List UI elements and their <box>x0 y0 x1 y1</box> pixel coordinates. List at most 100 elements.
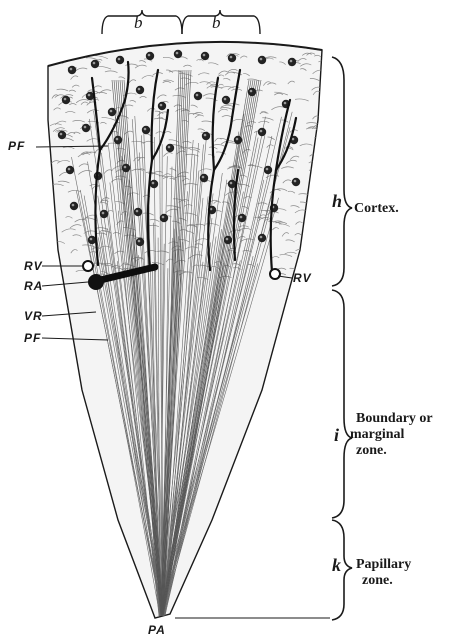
glomerulus <box>166 144 174 152</box>
glomerulus <box>150 180 158 188</box>
glomerulus-highlight <box>136 210 139 213</box>
glomerulus <box>292 178 300 186</box>
label-rv-right: RV <box>293 272 312 284</box>
tubule-stroke <box>312 247 318 249</box>
tubule-stroke <box>318 264 328 266</box>
label-ra: RA <box>24 280 43 292</box>
glomerulus <box>70 202 78 210</box>
glomerulus-highlight <box>240 216 243 219</box>
zone-letter-h: h <box>332 192 342 210</box>
glomerulus-highlight <box>294 180 297 183</box>
glomerulus-highlight <box>260 236 263 239</box>
glomerulus <box>258 128 266 136</box>
glomerulus-highlight <box>202 176 205 179</box>
glomerulus-highlight <box>64 98 67 101</box>
glomerulus-highlight <box>124 166 127 169</box>
tubule-stroke <box>306 256 317 259</box>
tubule-stroke <box>318 150 332 152</box>
glomerulus <box>68 66 76 74</box>
glomerulus-highlight <box>138 240 141 243</box>
glomerulus-highlight <box>60 133 63 136</box>
glomerulus-highlight <box>203 54 206 57</box>
glomerulus-highlight <box>93 62 96 65</box>
label-pf-top: PF <box>8 140 25 152</box>
glomerulus-highlight <box>152 182 155 185</box>
label-rv-left: RV <box>24 260 43 272</box>
label-b-left: b <box>134 14 143 31</box>
glomerulus <box>258 234 266 242</box>
glomerulus-highlight <box>204 134 207 137</box>
glomerulus <box>100 210 108 218</box>
glomerulus <box>238 214 246 222</box>
glomerulus-highlight <box>162 216 165 219</box>
glomerulus-highlight <box>236 138 239 141</box>
glomerulus-highlight <box>230 182 233 185</box>
glomerulus-highlight <box>72 204 75 207</box>
tubule-stroke <box>311 253 319 256</box>
glomerulus-highlight <box>284 102 287 105</box>
glomerulus <box>146 52 154 60</box>
zone-boundary-line3: zone. <box>356 444 387 458</box>
zone-papillary-line1: Papillary <box>356 558 411 572</box>
glomerulus-highlight <box>226 238 229 241</box>
glomerulus <box>200 174 208 182</box>
glomerulus <box>234 136 242 144</box>
glomerulus-highlight <box>160 104 163 107</box>
zone-papillary-line2: zone. <box>362 574 393 588</box>
glomerulus-highlight <box>230 56 233 59</box>
glomerulus <box>136 86 144 94</box>
zone-letter-k: k <box>332 556 341 574</box>
glomerulus <box>142 126 150 134</box>
glomerulus <box>82 124 90 132</box>
glomerulus <box>134 208 142 216</box>
glomerulus <box>224 236 232 244</box>
glomerulus-highlight <box>102 212 105 215</box>
glomerulus-highlight <box>138 88 141 91</box>
glomerulus-highlight <box>70 68 73 71</box>
glomerulus <box>160 214 168 222</box>
glomerulus-highlight <box>250 90 253 93</box>
glomerulus-highlight <box>290 60 293 63</box>
glomerulus-highlight <box>224 98 227 101</box>
glomerulus-highlight <box>68 168 71 171</box>
glomerulus-highlight <box>118 58 121 61</box>
glomerulus <box>228 54 236 62</box>
zone-boundary-line2: marginal <box>350 428 404 442</box>
glomerulus <box>174 50 182 58</box>
glomerulus-highlight <box>168 146 171 149</box>
label-pa: PA <box>148 624 166 636</box>
glomerulus <box>62 96 70 104</box>
glomerulus-highlight <box>196 94 199 97</box>
glomerulus-highlight <box>144 128 147 131</box>
label-b-right: b <box>212 14 221 31</box>
glomerulus-highlight <box>110 110 113 113</box>
tubule-stroke <box>320 103 329 105</box>
tubule-stroke <box>310 190 319 192</box>
label-pf-bottom: PF <box>24 332 41 344</box>
glomerulus <box>288 58 296 66</box>
glomerulus <box>66 166 74 174</box>
tubule-stroke <box>311 193 321 195</box>
glomerulus-highlight <box>260 58 263 61</box>
glomerulus-highlight <box>176 52 179 55</box>
tubule-stroke <box>307 223 314 225</box>
tubule-stroke <box>314 198 324 200</box>
rv-left-circle <box>83 261 93 271</box>
glomerulus <box>136 238 144 246</box>
glomerulus <box>201 52 209 60</box>
zone-boundary-line1: Boundary or <box>356 412 433 426</box>
glomerulus <box>222 96 230 104</box>
glomerulus-highlight <box>266 168 269 171</box>
glomerulus-highlight <box>84 126 87 129</box>
glomerulus-highlight <box>260 130 263 133</box>
zone-cortex-label: Cortex. <box>354 202 399 216</box>
glomerulus <box>122 164 130 172</box>
glomerulus-highlight <box>90 238 93 241</box>
tubule-stroke <box>315 159 321 161</box>
tubule-stroke <box>314 273 322 277</box>
tubule-stroke <box>311 232 324 235</box>
tubule-stroke <box>309 211 317 213</box>
glomerulus-highlight <box>148 54 151 57</box>
glomerulus <box>108 108 116 116</box>
